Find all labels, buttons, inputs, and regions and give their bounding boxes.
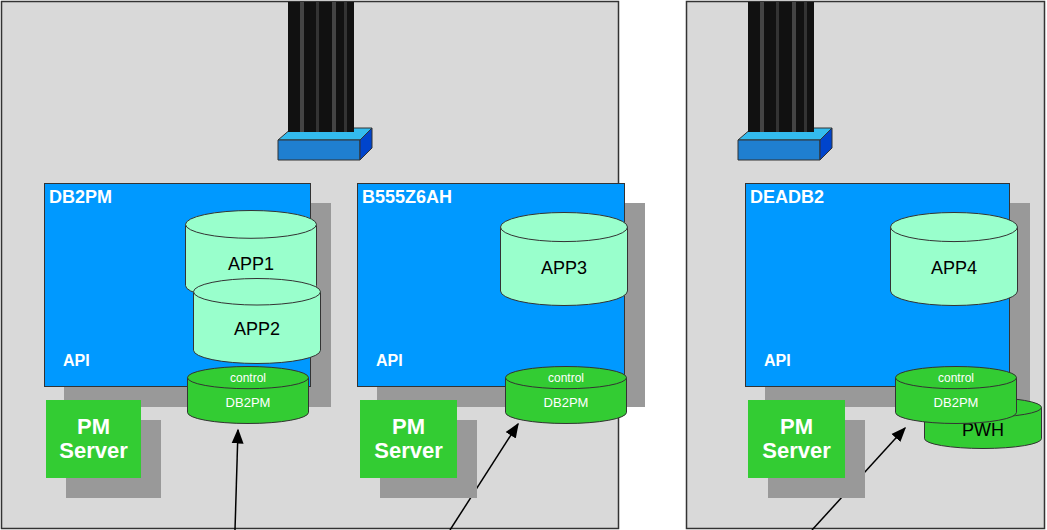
- cylinder-top: [896, 367, 1017, 389]
- server-box: PM Server: [360, 400, 457, 478]
- server-label: PM Server: [46, 415, 141, 463]
- database-cylinder: APP2: [193, 278, 321, 364]
- database-label: APP2: [193, 319, 321, 340]
- mainframe-icon: [738, 2, 832, 160]
- subsystem-box: B555Z6AH API APP3: [357, 183, 625, 387]
- cylinder-top: [925, 398, 1042, 418]
- cylinder-top: [194, 279, 321, 306]
- subsystem-box: DB2PMAPIAPP1APP2: [44, 183, 311, 387]
- cylinder-top: [891, 213, 1018, 242]
- server-box: PM Server: [46, 400, 141, 478]
- server-label: PM Server: [748, 415, 845, 463]
- database-label: control: [505, 371, 627, 385]
- cylinder-top: [186, 211, 317, 239]
- cylinder-top: [188, 367, 309, 389]
- database-label: APP3: [500, 258, 628, 279]
- database-cylinder: controlDB2PM: [505, 366, 627, 424]
- system-panel: [687, 2, 1045, 529]
- database-label: DB2PM: [505, 395, 627, 410]
- database-label: DB2PM: [187, 395, 309, 410]
- subsystem-title: B555Z6AH: [362, 187, 452, 208]
- subsystem-box: DEADB2APIAPP4: [745, 183, 1010, 387]
- access-arrow: [235, 430, 238, 530]
- database-label: control: [895, 371, 1017, 385]
- database-cylinder: APP3: [500, 212, 628, 306]
- api-label: API: [63, 352, 90, 370]
- cylinder-top: [506, 367, 627, 389]
- subsystem-title: DEADB2: [750, 187, 824, 208]
- database-cylinder: controlDB2PM: [187, 366, 309, 424]
- database-label: APP1: [185, 254, 317, 275]
- mainframe-icon: [278, 2, 372, 160]
- cylinder-top: [501, 213, 628, 242]
- server-label: PM Server: [360, 415, 457, 463]
- database-cylinder: APP4: [890, 212, 1018, 306]
- access-arrow: [450, 424, 518, 530]
- subsystem-title: DB2PM: [49, 187, 112, 208]
- database-label: APP4: [890, 258, 1018, 279]
- database-label: control: [187, 371, 309, 385]
- api-label: API: [376, 352, 403, 370]
- database-label: DB2PM: [895, 395, 1017, 410]
- server-box: PM Server: [748, 400, 845, 478]
- database-cylinder: controlDB2PM: [895, 366, 1017, 424]
- api-label: API: [764, 352, 791, 370]
